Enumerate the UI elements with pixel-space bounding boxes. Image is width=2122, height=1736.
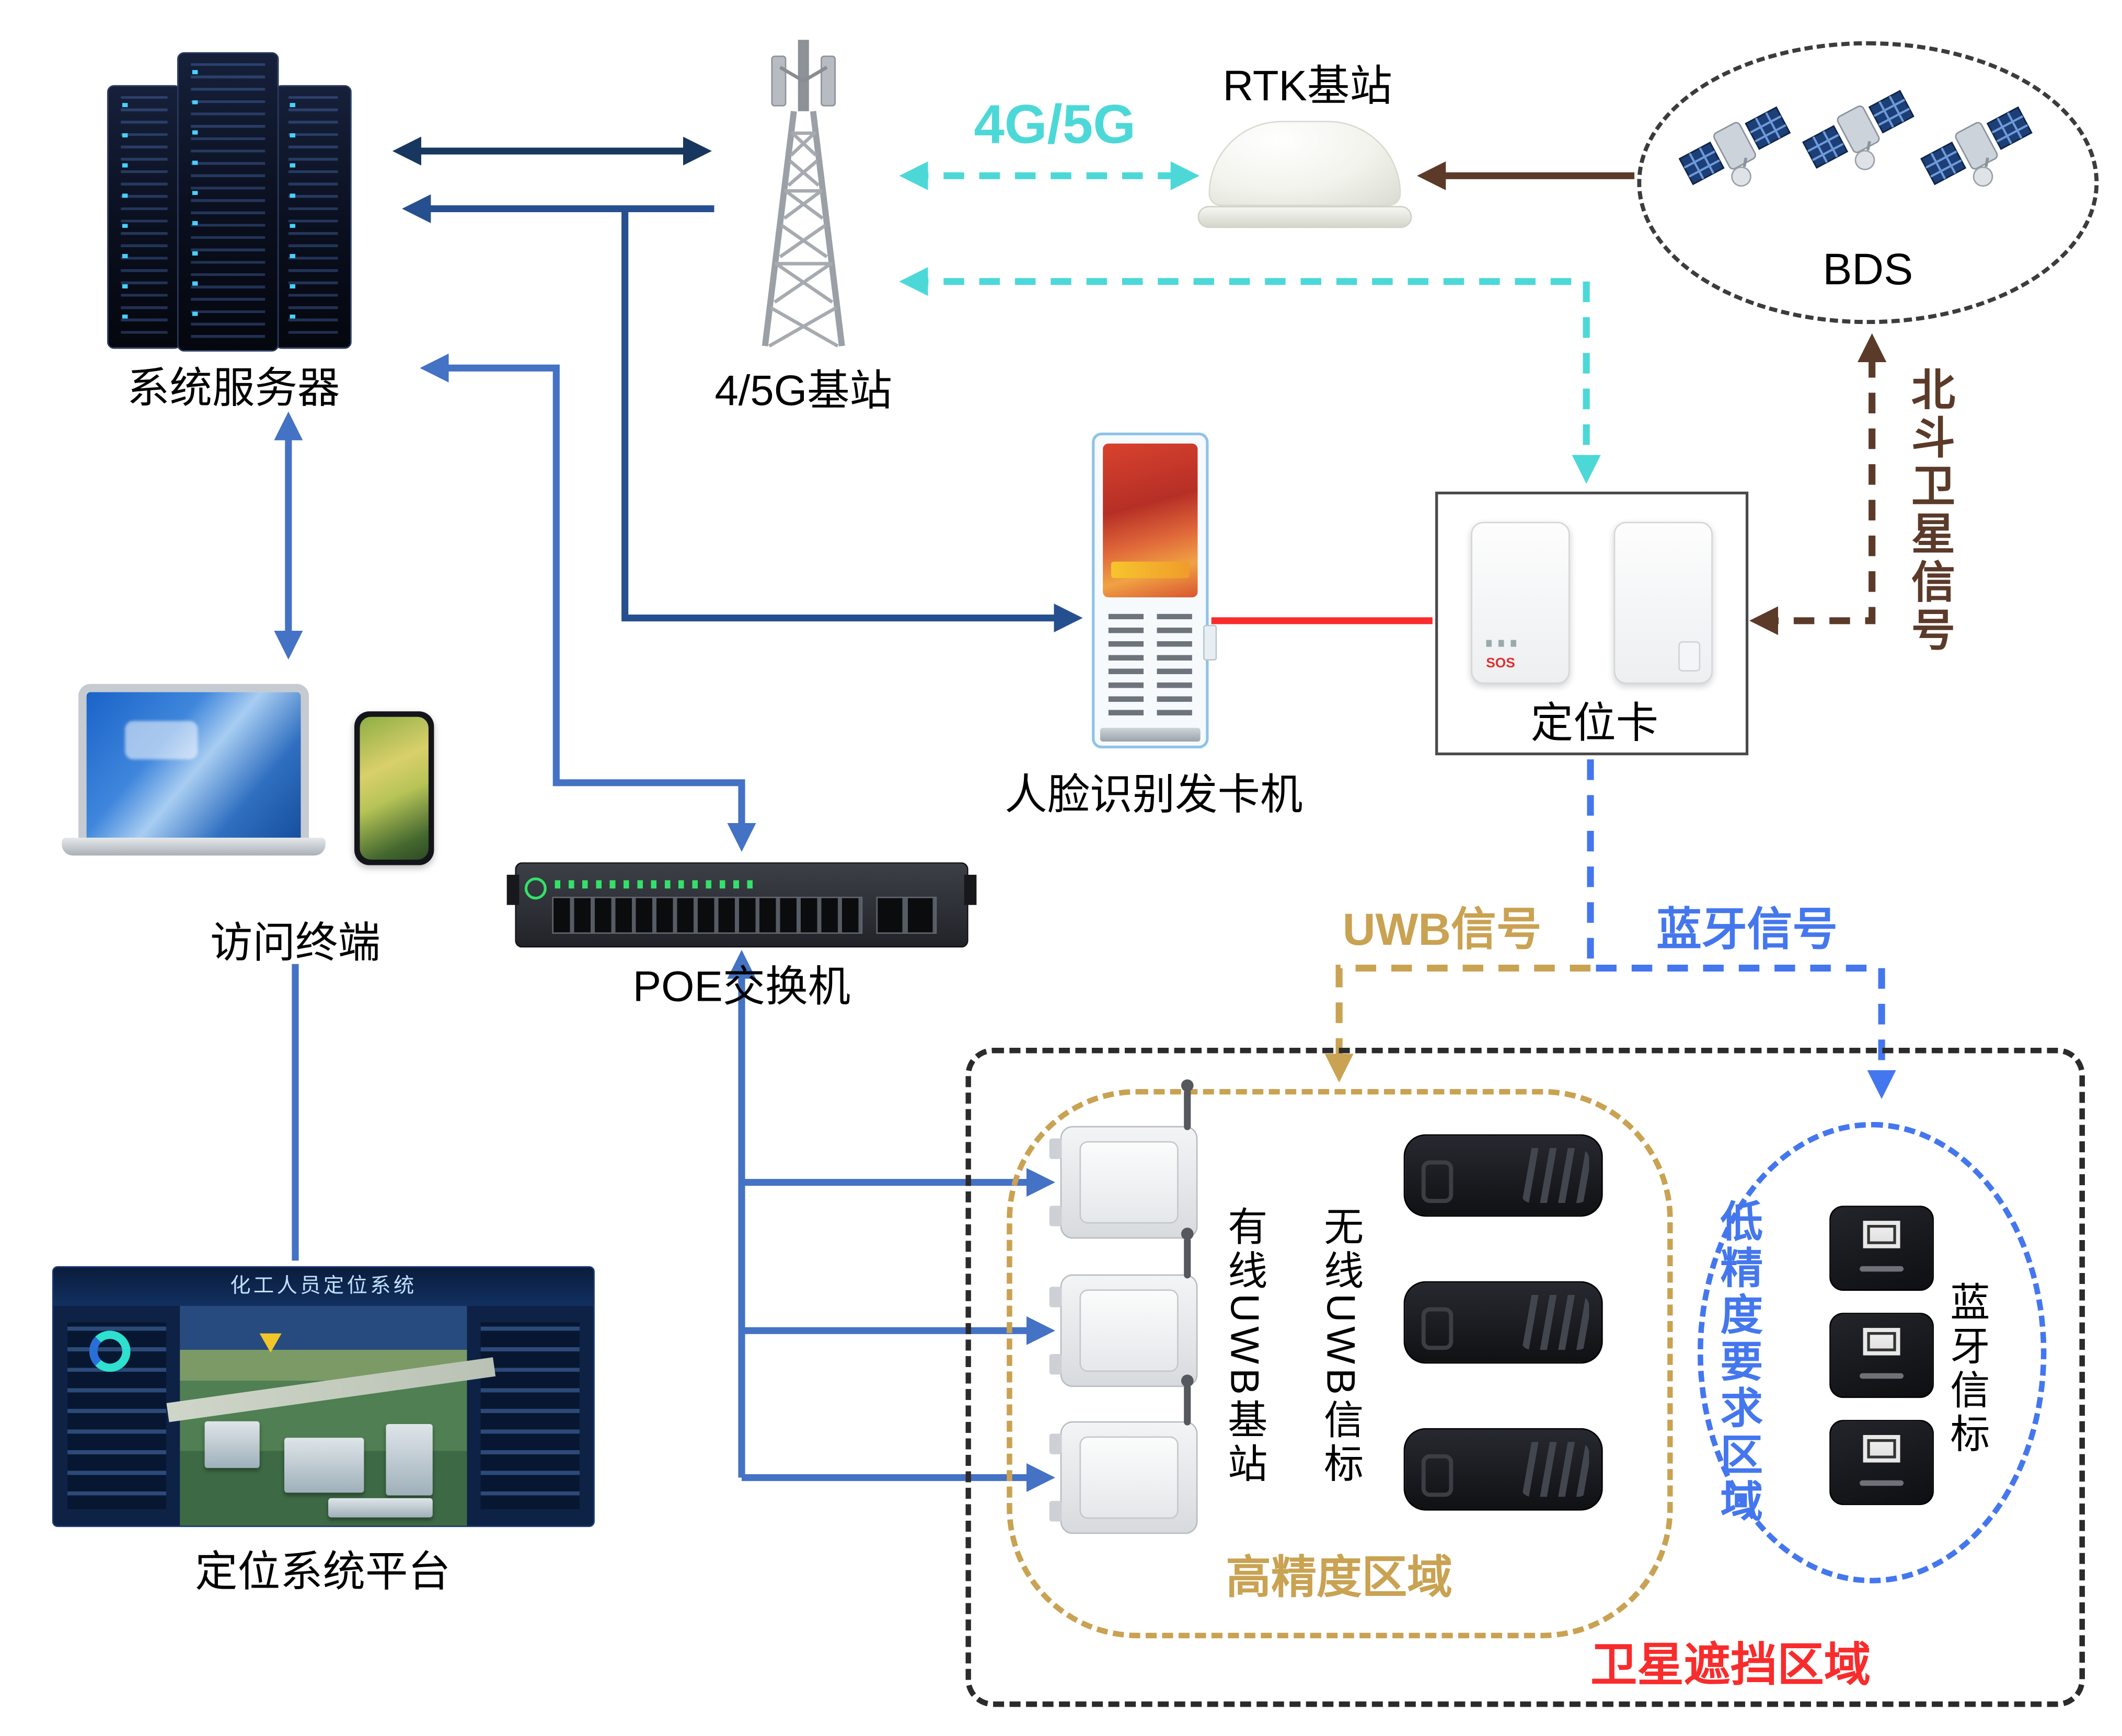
satellite-blocked-region: [965, 1048, 2085, 1707]
link-bds-card-beidou: [1749, 333, 1887, 635]
uwb-station-icon: [1049, 1228, 1198, 1387]
kiosk-card-slot: [1203, 624, 1217, 661]
bds-orbit-ellipse: [1637, 41, 2099, 325]
low-precision-label: 低精度要求区域: [1713, 1199, 1762, 1526]
beidou-signal-label: 北斗卫星信号: [1906, 366, 1955, 655]
uwb-signal-label: UWB信号: [1342, 904, 1542, 955]
uwb-beacon-icon: [1403, 1428, 1603, 1511]
rtk-base-icon: [1197, 206, 1412, 228]
satellite-icon: [1678, 106, 1791, 187]
link-tower-card-4g5g: [899, 267, 1601, 484]
high-precision-label: 高精度区域: [1226, 1552, 1452, 1603]
bt-beacon-icon: [1829, 1313, 1934, 1398]
card-sos-label: SOS: [1486, 656, 1515, 672]
poe-label: POE交换机: [632, 963, 851, 1011]
cell-tower-icon: [762, 40, 845, 348]
positioning-card-label: 定位卡: [1530, 699, 1659, 747]
satellite-icon: [1802, 89, 1915, 170]
link-server-poe: [420, 353, 756, 852]
bt-beacon-icon: [1829, 1206, 1934, 1291]
positioning-card-icon: [1613, 522, 1713, 684]
uwb-beacon-label: 无线UWB信标: [1318, 1205, 1362, 1487]
bt-beacon-icon: [1829, 1420, 1934, 1506]
platform-donut-widget: [89, 1330, 131, 1372]
poe-ports: [552, 896, 863, 934]
platform-right-panel: [467, 1306, 593, 1525]
uwb-station-label: 有线UWB基站: [1221, 1205, 1266, 1487]
bt-beacon-label: 蓝牙信标: [1944, 1281, 1988, 1457]
poe-uplink-ports: [876, 896, 937, 934]
low-precision-region: [1697, 1121, 2047, 1583]
poe-logo: [524, 877, 547, 900]
positioning-card-box: SOS 定位卡: [1435, 491, 1749, 756]
tower-label: 4/5G基站: [714, 366, 893, 415]
bluetooth-signal-label: 蓝牙信号: [1656, 904, 1838, 955]
terminal-label: 访问终端: [210, 918, 380, 967]
high-precision-region: [1007, 1089, 1673, 1638]
satellite-icon: [1920, 106, 2033, 187]
platform-map-scene: [166, 1306, 496, 1526]
antenna-icon: [1181, 1374, 1194, 1426]
phone-icon: [354, 711, 434, 865]
bds-label: BDS: [1823, 244, 1913, 294]
platform-screen-title: 化工人员定位系统: [53, 1267, 594, 1306]
platform-label: 定位系统平台: [195, 1547, 451, 1596]
satellite-blocked-label: 卫星遮挡区域: [1590, 1639, 1871, 1692]
kiosk-base: [1100, 727, 1201, 742]
4g5g-signal-label: 4G/5G: [974, 95, 1136, 155]
poe-leds: [555, 880, 761, 889]
server-label: 系统服务器: [127, 364, 340, 412]
uwb-station-icon: [1049, 1079, 1198, 1239]
positioning-card-icon: SOS: [1471, 522, 1570, 684]
rtk-label: RTK基站: [1223, 62, 1392, 110]
card-indicator-dots: [1486, 640, 1522, 647]
card-button: [1678, 641, 1701, 672]
poe-switch-image: [506, 862, 977, 948]
antenna-icon: [1181, 1079, 1194, 1130]
kiosk-label: 人脸识别发卡机: [1005, 770, 1303, 819]
kiosk-image: [1092, 432, 1217, 749]
uwb-beacon-icon: [1403, 1281, 1603, 1364]
uwb-station-icon: [1049, 1374, 1198, 1534]
kiosk-screen: [1103, 443, 1198, 598]
platform-screenshot: 化工人员定位系统: [52, 1266, 595, 1527]
uwb-beacon-icon: [1403, 1134, 1603, 1217]
kiosk-vent: [1108, 614, 1192, 721]
rtk-dome-icon: [1208, 121, 1401, 206]
antenna-icon: [1181, 1228, 1194, 1279]
